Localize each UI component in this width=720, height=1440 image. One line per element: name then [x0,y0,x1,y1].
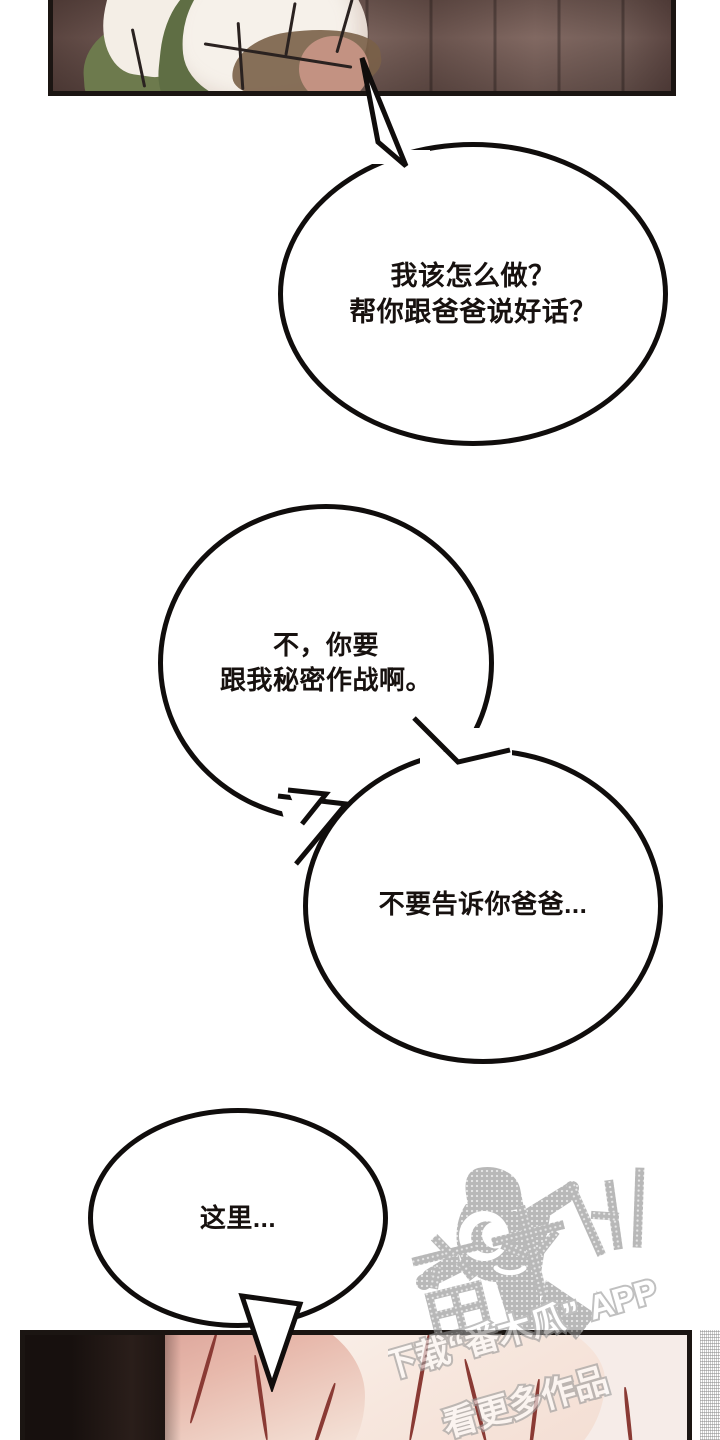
watermark-glyph-gua [565,1167,645,1257]
hair-strand-6 [623,1386,634,1440]
bubble-3-left-notch [287,787,331,826]
watermark-mascot [416,1166,596,1340]
speech-bubble-2-text: 不，你要 跟我秘密作战啊。 [219,630,432,695]
speech-bubble-3[interactable]: 不要告诉你爸爸... [303,748,663,1064]
comic-panel-top [48,0,676,96]
bubble-2-3-join-upper [412,716,511,765]
watermark-glyph-fan [411,1234,493,1343]
speech-bubble-4-text: 这里... [199,1202,277,1233]
watermark-brand-glyphs [411,1167,645,1343]
speech-bubble-3-text: 不要告诉你爸爸... [378,888,588,919]
speech-bubble-1[interactable]: 我该怎么做？ 帮你跟爸爸说好话？ [278,142,668,446]
page-edge-grain [700,1330,720,1440]
bubble-1-tail [359,57,409,168]
speech-bubble-4[interactable]: 这里... [88,1108,388,1328]
speech-bubble-1-text: 我该怎么做？ 帮你跟爸爸说好话？ [349,260,597,327]
panel-shadow-gradient [71,1335,181,1440]
bubble-4-tail [238,1292,304,1392]
comic-panel-bottom [20,1330,692,1440]
watermark-glyph-mu [491,1204,566,1297]
